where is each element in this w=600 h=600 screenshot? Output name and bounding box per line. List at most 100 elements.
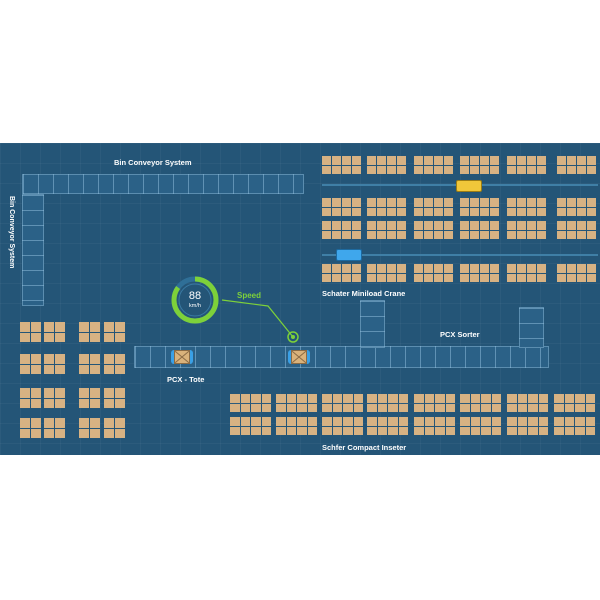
- crate: [470, 221, 479, 230]
- crate: [434, 273, 443, 282]
- tote-box-1[interactable]: [174, 350, 190, 364]
- crate: [577, 230, 586, 239]
- crate: [444, 198, 453, 207]
- crate: [398, 426, 408, 435]
- crate: [332, 394, 342, 403]
- crate: [79, 428, 89, 438]
- bin-conveyor-top[interactable]: [22, 174, 304, 194]
- crate: [435, 403, 445, 412]
- crate: [585, 417, 595, 426]
- crate: [367, 198, 376, 207]
- storage-rack: [557, 156, 596, 174]
- crate: [537, 198, 546, 207]
- compact-rack: [276, 394, 317, 412]
- crate: [481, 417, 491, 426]
- side-rack: [20, 418, 41, 438]
- crate: [491, 394, 501, 403]
- crate: [230, 417, 240, 426]
- crate: [480, 165, 489, 174]
- speed-gauge[interactable]: 88 km/h: [170, 275, 220, 325]
- crate: [444, 221, 453, 230]
- crate: [460, 417, 470, 426]
- crate: [507, 198, 516, 207]
- crate: [435, 417, 445, 426]
- crate: [460, 230, 469, 239]
- crate: [445, 426, 455, 435]
- crate: [398, 403, 408, 412]
- miniload-crane-label: Schater Miniload Crane: [322, 289, 406, 298]
- crate: [460, 198, 469, 207]
- crate: [20, 322, 30, 332]
- crate: [537, 221, 546, 230]
- crate: [55, 428, 65, 438]
- crate: [240, 417, 250, 426]
- crate: [367, 417, 377, 426]
- crate: [507, 264, 516, 273]
- compact-rack: [460, 417, 501, 435]
- sorter-branch-2[interactable]: [519, 307, 544, 348]
- sorter-branch-1[interactable]: [360, 300, 385, 348]
- crate: [353, 394, 363, 403]
- compact-rack: [230, 394, 271, 412]
- crate: [55, 418, 65, 428]
- crate: [528, 394, 538, 403]
- crate: [557, 264, 566, 273]
- crate: [332, 417, 342, 426]
- crate: [251, 426, 261, 435]
- crate: [387, 264, 396, 273]
- crate: [460, 403, 470, 412]
- crate: [90, 418, 100, 428]
- crate: [507, 394, 517, 403]
- crate: [90, 332, 100, 342]
- crate: [507, 426, 517, 435]
- crate: [79, 332, 89, 342]
- crate: [564, 394, 574, 403]
- crate: [434, 221, 443, 230]
- compact-rack: [507, 417, 548, 435]
- crate: [480, 156, 489, 165]
- crate: [31, 428, 41, 438]
- crate: [491, 417, 501, 426]
- crate: [424, 221, 433, 230]
- tote-box-2[interactable]: [291, 350, 307, 364]
- crate: [538, 394, 548, 403]
- crate: [424, 426, 434, 435]
- crate: [480, 230, 489, 239]
- crate: [342, 156, 351, 165]
- crate: [55, 354, 65, 364]
- crate: [577, 207, 586, 216]
- crate: [377, 221, 386, 230]
- crate: [322, 273, 331, 282]
- crate: [90, 388, 100, 398]
- storage-rack: [414, 264, 453, 282]
- crane-rail-middle: [322, 254, 598, 256]
- crate: [537, 264, 546, 273]
- crate: [352, 165, 361, 174]
- crate: [276, 403, 286, 412]
- crate: [480, 198, 489, 207]
- side-rack: [104, 418, 125, 438]
- crate: [470, 230, 479, 239]
- compact-rack: [367, 417, 408, 435]
- side-rack: [104, 322, 125, 342]
- crate: [414, 394, 424, 403]
- crate: [31, 332, 41, 342]
- crate: [352, 198, 361, 207]
- pcx-sorter-conveyor[interactable]: [134, 346, 549, 368]
- storage-rack: [460, 264, 499, 282]
- crate: [577, 221, 586, 230]
- crate: [424, 156, 433, 165]
- crate: [414, 221, 423, 230]
- crate: [587, 165, 596, 174]
- crate: [460, 394, 470, 403]
- miniload-crane-blue[interactable]: [336, 249, 362, 261]
- crate: [322, 207, 331, 216]
- crate: [444, 273, 453, 282]
- bin-conveyor-left[interactable]: [22, 194, 44, 306]
- crate: [424, 273, 433, 282]
- crate: [307, 417, 317, 426]
- side-rack: [20, 354, 41, 374]
- miniload-crane-yellow[interactable]: [456, 180, 482, 192]
- crate: [587, 221, 596, 230]
- crate: [343, 417, 353, 426]
